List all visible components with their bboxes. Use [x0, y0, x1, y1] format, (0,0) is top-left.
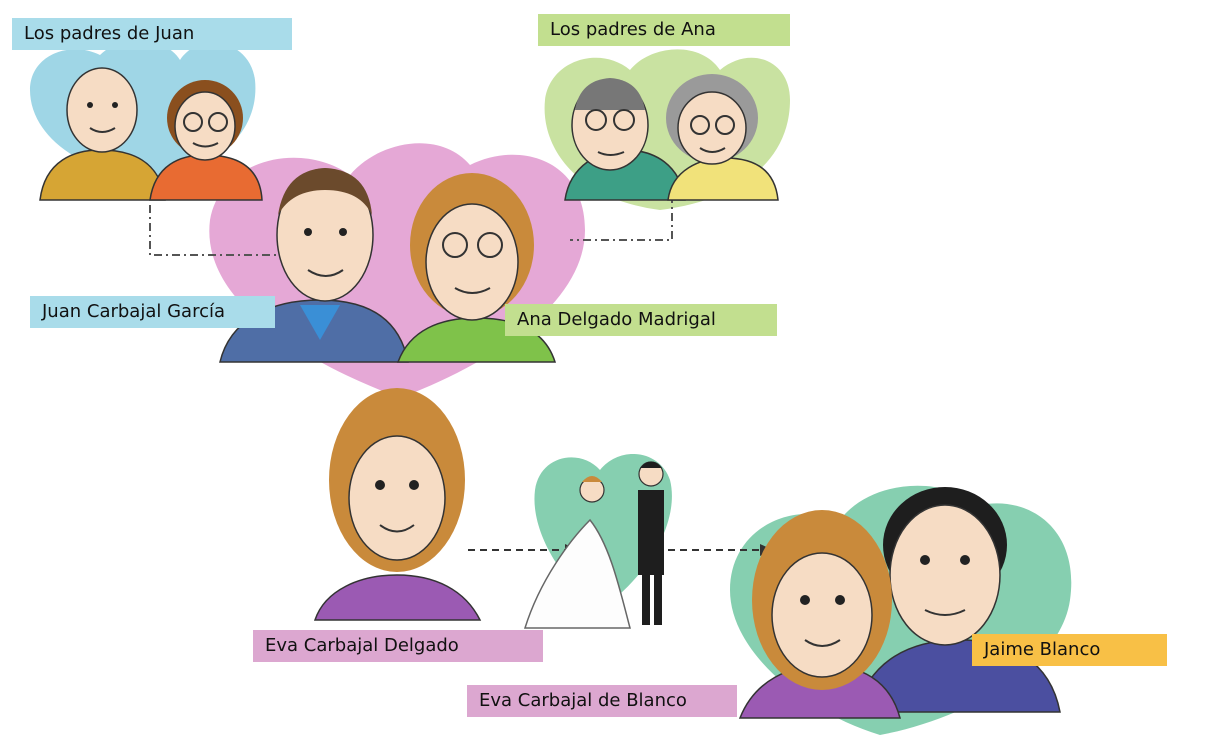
ana-figure [396, 173, 557, 363]
label-juan-parents: Los padres de Juan [12, 18, 292, 50]
connector-ana-parents [570, 195, 673, 241]
ana-mother-figure [666, 74, 779, 201]
label-eva-married: Eva Carbajal de Blanco [467, 685, 737, 717]
connector-juan-parents [149, 205, 290, 256]
juan-father-figure [39, 67, 166, 201]
label-ana-parents: Los padres de Ana [538, 14, 790, 46]
label-juan: Juan Carbajal García [30, 296, 275, 328]
wedding-couple-figure [523, 461, 664, 629]
juan-figure [219, 168, 409, 363]
label-ana: Ana Delgado Madrigal [505, 304, 777, 336]
label-jaime: Jaime Blanco [972, 634, 1167, 666]
label-eva-single: Eva Carbajal Delgado [253, 630, 543, 662]
eva-married-figure [738, 510, 901, 719]
juan-mother-figure [149, 80, 263, 201]
ana-father-figure [564, 78, 686, 201]
eva-single-figure [313, 388, 482, 621]
